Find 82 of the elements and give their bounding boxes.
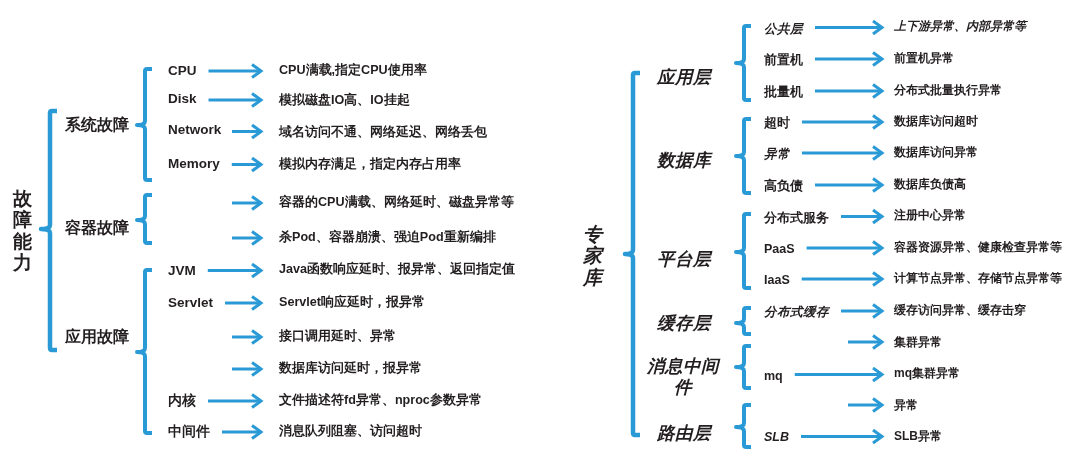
category-label: 容器故障 bbox=[65, 218, 129, 238]
arrow bbox=[232, 329, 263, 345]
fault-description: SLB异常 bbox=[894, 428, 942, 444]
fault-description: 杀Pod、容器崩溃、强迫Pod重新编排 bbox=[279, 230, 496, 246]
fault-description: 模拟磁盘IO高、IO挂起 bbox=[279, 93, 410, 109]
category-label: 路由层 bbox=[657, 422, 711, 444]
arrow bbox=[222, 424, 263, 440]
arrow bbox=[841, 303, 884, 319]
fault-description: 上下游异常、内部异常等 bbox=[894, 18, 1026, 34]
category-label: 缓存层 bbox=[657, 312, 711, 334]
component-label: 前置机 bbox=[764, 52, 803, 68]
fault-description: 分布式批量执行异常 bbox=[894, 82, 1002, 98]
component-label: Disk bbox=[168, 90, 197, 108]
arrow bbox=[848, 334, 884, 350]
arrow bbox=[207, 262, 263, 279]
fault-description: 注册中心异常 bbox=[894, 207, 966, 223]
component-label: Memory bbox=[168, 155, 220, 173]
fault-description: 集群异常 bbox=[894, 334, 942, 350]
fault-description: 文件描述符fd异常、nproc参数异常 bbox=[279, 393, 482, 409]
category-label: 系统故障 bbox=[65, 115, 129, 135]
component-label: Network bbox=[168, 121, 222, 139]
fault-description: Java函数响应延时、报异常、返回指定值 bbox=[279, 262, 516, 278]
component-label: IaaS bbox=[764, 272, 790, 288]
fault-description: CPU满载,指定CPU使用率 bbox=[279, 63, 427, 79]
component-label: SLB bbox=[764, 429, 789, 445]
category-label: 应用层 bbox=[657, 66, 711, 88]
component-label: PaaS bbox=[764, 241, 795, 257]
arrow bbox=[801, 428, 884, 445]
arrow bbox=[815, 51, 884, 67]
fault-description: 数据库访问延时，报异常 bbox=[279, 361, 422, 377]
arrow bbox=[815, 83, 884, 99]
fault-description: 异常 bbox=[894, 397, 918, 413]
fault-description: mq集群异常 bbox=[894, 365, 960, 381]
arrow bbox=[815, 177, 884, 193]
component-label: CPU bbox=[168, 62, 197, 80]
component-label: 分布式缓存 bbox=[764, 304, 829, 320]
arrow bbox=[232, 195, 263, 211]
component-label: 高负债 bbox=[764, 178, 803, 194]
arrow bbox=[815, 19, 884, 36]
fault-description: 数据库访问超时 bbox=[894, 113, 978, 129]
tree-title: 故障能力 bbox=[13, 188, 32, 274]
fault-description: 域名访问不通、网络延迟、网络丢包 bbox=[279, 125, 487, 141]
arrow bbox=[232, 361, 263, 377]
fault-description: 数据库访问异常 bbox=[894, 144, 978, 160]
category-label: 平台层 bbox=[657, 248, 711, 270]
category-label: 消息中间件 bbox=[646, 356, 721, 398]
fault-description: 前置机异常 bbox=[894, 50, 954, 66]
fault-description: 消息队列阻塞、访问超时 bbox=[279, 424, 422, 440]
component-label: 公共层 bbox=[764, 21, 803, 37]
fault-description: Servlet响应延时，报异常 bbox=[279, 295, 425, 311]
arrow bbox=[841, 208, 884, 225]
arrow bbox=[208, 63, 263, 79]
arrow bbox=[806, 240, 884, 256]
fault-description: 模拟内存满足，指定内存占用率 bbox=[279, 157, 461, 173]
component-label: 异常 bbox=[764, 146, 790, 162]
fault-description: 容器的CPU满载、网络延时、磁盘异常等 bbox=[279, 195, 514, 211]
fault-description: 缓存访问异常、缓存击穿 bbox=[894, 302, 1026, 318]
arrow bbox=[794, 366, 884, 383]
arrow bbox=[801, 271, 884, 287]
arrow bbox=[802, 114, 884, 130]
arrow bbox=[231, 156, 263, 173]
component-label: 批量机 bbox=[764, 84, 803, 100]
fault-description: 接口调用延时、异常 bbox=[279, 329, 396, 345]
arrow bbox=[232, 123, 263, 140]
fault-description: 容器资源异常、健康检查异常等 bbox=[894, 239, 1062, 255]
component-label: 超时 bbox=[764, 115, 790, 131]
arrow bbox=[208, 92, 263, 108]
fault-description: 数据库负债高 bbox=[894, 176, 966, 192]
component-label: JVM bbox=[168, 262, 196, 280]
category-label: 应用故障 bbox=[65, 327, 129, 347]
category-label: 数据库 bbox=[657, 149, 711, 171]
arrow bbox=[802, 145, 884, 161]
fault-description: 计算节点异常、存储节点异常等 bbox=[894, 270, 1062, 286]
component-label: 内核 bbox=[168, 392, 196, 410]
arrow bbox=[232, 230, 263, 246]
component-label: 分布式服务 bbox=[764, 210, 829, 226]
component-label: 中间件 bbox=[168, 423, 210, 441]
arrow bbox=[225, 295, 263, 311]
component-label: Servlet bbox=[168, 294, 214, 312]
arrow bbox=[848, 397, 884, 413]
component-label: mq bbox=[764, 368, 783, 384]
arrow bbox=[208, 393, 263, 409]
